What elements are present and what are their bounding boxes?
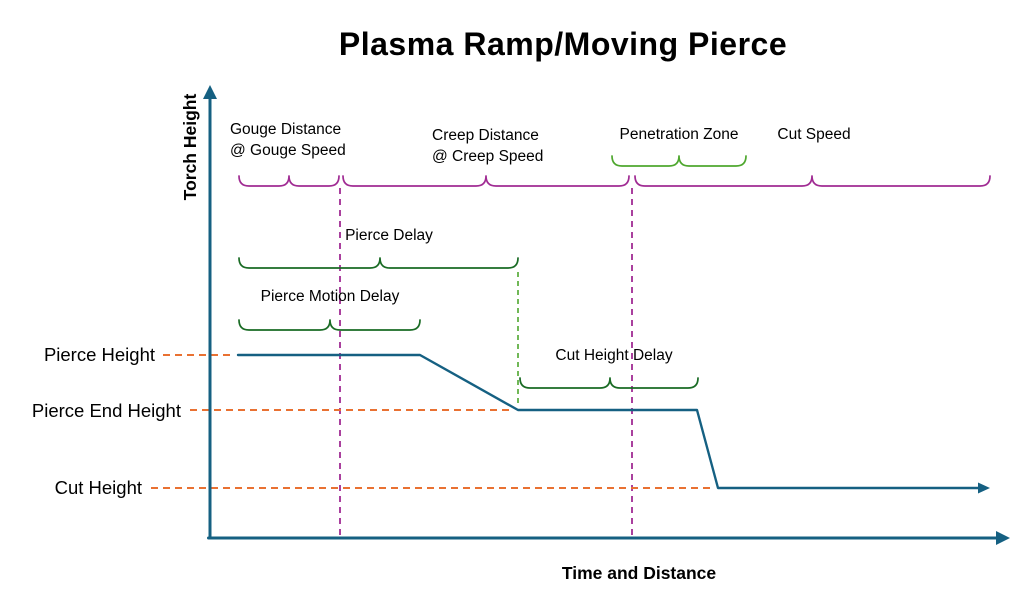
creep-distance-label-line2: @ Creep Speed — [432, 148, 543, 165]
gouge-distance-brace — [238, 175, 340, 187]
torch-curve-arrow-icon — [978, 482, 990, 494]
cut-height-delay-brace — [519, 377, 699, 389]
x-axis-label: Time and Distance — [562, 563, 717, 583]
pierce-delay-brace — [238, 257, 519, 269]
diagram-title: Plasma Ramp/Moving Pierce — [339, 26, 787, 62]
penetration-zone-label: Penetration Zone — [620, 126, 739, 143]
y-axis-arrow-icon — [203, 85, 217, 99]
cut-speed-brace — [634, 175, 991, 187]
creep-distance-label-line1: Creep Distance — [432, 127, 539, 144]
cut-height-label: Cut Height — [55, 477, 142, 498]
gouge-distance-label-line2: @ Gouge Speed — [230, 142, 346, 159]
pierce-motion-delay-label: Pierce Motion Delay — [261, 288, 400, 305]
pierce-delay-label: Pierce Delay — [345, 227, 433, 244]
y-axis-label: Torch Height — [180, 94, 200, 201]
pierce-height-label: Pierce Height — [44, 344, 155, 365]
creep-distance-brace — [342, 175, 630, 187]
cut-height-delay-label: Cut Height Delay — [555, 347, 672, 364]
cut-speed-label: Cut Speed — [777, 126, 850, 143]
pierce-end-height-label: Pierce End Height — [32, 400, 181, 421]
penetration-zone-brace — [611, 155, 747, 167]
x-axis-arrow-icon — [996, 531, 1010, 545]
gouge-distance-label-line1: Gouge Distance — [230, 121, 341, 138]
torch-height-curve — [236, 353, 981, 490]
pierce-motion-delay-brace — [238, 319, 421, 331]
